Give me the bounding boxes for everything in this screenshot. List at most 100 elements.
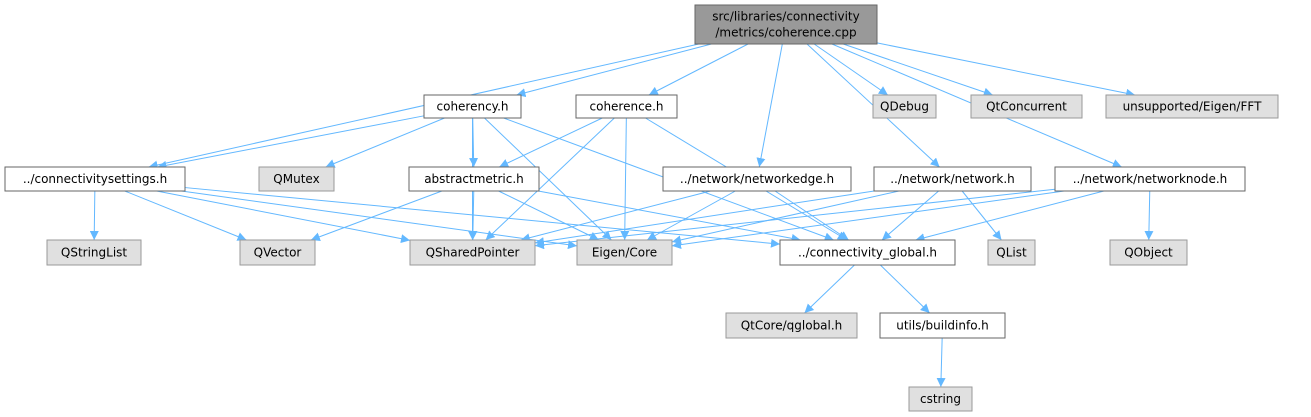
node-label: ../connectivity_global.h bbox=[798, 246, 937, 260]
edge-network-to-global bbox=[881, 190, 939, 241]
node-label: ../network/network.h bbox=[890, 172, 1015, 186]
edge-abstractmetric-to-eigencore bbox=[498, 190, 600, 241]
node-box bbox=[694, 4, 878, 45]
edge-network-to-qsharedpointer bbox=[534, 190, 875, 247]
edge-global-to-qglobal bbox=[804, 264, 855, 314]
node-qstringlist: QStringList bbox=[46, 239, 142, 266]
node-label: ../connectivitysettings.h bbox=[23, 172, 167, 186]
node-settings[interactable]: ../connectivitysettings.h bbox=[4, 166, 186, 192]
node-label: QList bbox=[996, 246, 1027, 260]
node-box bbox=[576, 239, 673, 266]
node-label: coherency.h bbox=[437, 100, 509, 114]
node-box bbox=[46, 239, 142, 266]
node-cstring: cstring bbox=[908, 386, 973, 412]
node-fft: unsupported/Eigen/FFT bbox=[1105, 94, 1279, 119]
node-label: QDebug bbox=[880, 100, 929, 114]
node-label: coherence.h bbox=[590, 100, 664, 114]
node-abstractmetric[interactable]: abstractmetric.h bbox=[408, 166, 540, 192]
node-label: cstring bbox=[920, 392, 961, 406]
node-label: QVector bbox=[254, 246, 302, 260]
node-qlist: QList bbox=[987, 239, 1036, 266]
edge-settings-to-qstringlist bbox=[89, 190, 99, 241]
node-box bbox=[987, 239, 1036, 266]
edge-networknode-to-eigencore bbox=[671, 190, 1065, 250]
node-box bbox=[779, 239, 956, 266]
node-box bbox=[408, 166, 540, 192]
node-label: QMutex bbox=[273, 172, 319, 186]
edge-coherency-to-qmutex bbox=[325, 117, 445, 168]
node-box bbox=[409, 239, 536, 266]
edge-abstractmetric-to-global bbox=[538, 190, 801, 243]
node-box bbox=[258, 166, 335, 192]
edge-networknode-to-qobject bbox=[1144, 190, 1154, 241]
edge-coherence-to-qsharedpointer bbox=[485, 117, 615, 241]
node-box bbox=[1109, 239, 1188, 266]
edge-root-to-coherency bbox=[516, 43, 712, 98]
node-box bbox=[662, 166, 852, 192]
node-box bbox=[970, 94, 1083, 119]
edge-networknode-to-global bbox=[915, 190, 1105, 243]
edge-root-to-fft bbox=[876, 42, 1136, 98]
nodes: src/libraries/connectivity/metrics/coher… bbox=[4, 4, 1279, 412]
node-networknode[interactable]: ../network/networknode.h bbox=[1054, 166, 1246, 192]
node-box bbox=[575, 94, 678, 119]
node-root[interactable]: src/libraries/connectivity/metrics/coher… bbox=[694, 4, 878, 45]
edge-networknode-to-qsharedpointer bbox=[534, 188, 1056, 250]
node-box bbox=[872, 94, 937, 119]
node-box bbox=[1105, 94, 1279, 119]
node-label: QSharedPointer bbox=[426, 246, 520, 260]
node-label: ../network/networkedge.h bbox=[680, 172, 834, 186]
node-eigencore: Eigen/Core bbox=[576, 239, 673, 266]
edge-root-to-qdebug bbox=[813, 43, 889, 96]
node-coherence[interactable]: coherence.h bbox=[575, 94, 678, 119]
node-qsharedpointer: QSharedPointer bbox=[409, 239, 536, 266]
node-box bbox=[725, 312, 858, 339]
edge-settings-to-qvector bbox=[124, 190, 247, 241]
edge-root-to-coherence bbox=[648, 43, 749, 96]
edge-coherency-to-eigencore bbox=[484, 117, 612, 241]
edge-settings-to-eigencore bbox=[181, 190, 578, 250]
node-qdebug: QDebug bbox=[872, 94, 937, 119]
node-qvector: QVector bbox=[239, 239, 316, 266]
edge-root-to-networkedge bbox=[756, 43, 783, 168]
node-label: Eigen/Core bbox=[592, 246, 657, 260]
node-label: utils/buildinfo.h bbox=[896, 319, 989, 333]
node-label: ../network/networknode.h bbox=[1073, 172, 1228, 186]
edge-networkedge-to-eigencore bbox=[646, 190, 736, 241]
edge-abstractmetric-to-qsharedpointer bbox=[468, 190, 478, 241]
node-label: /metrics/coherence.cpp bbox=[715, 26, 856, 40]
node-networkedge[interactable]: ../network/networkedge.h bbox=[662, 166, 852, 192]
edge-networkedge-to-qsharedpointer bbox=[520, 190, 711, 243]
node-box bbox=[873, 166, 1032, 192]
node-label: src/libraries/connectivity bbox=[712, 10, 860, 24]
node-label: QStringList bbox=[61, 246, 128, 260]
edge-coherency-to-settings bbox=[157, 115, 425, 170]
node-box bbox=[879, 312, 1006, 339]
node-label: QtCore/qglobal.h bbox=[741, 319, 843, 333]
edge-network-to-eigencore bbox=[671, 190, 900, 245]
node-qglobal: QtCore/qglobal.h bbox=[725, 312, 858, 339]
node-qmutex: QMutex bbox=[258, 166, 335, 192]
node-network[interactable]: ../network/network.h bbox=[873, 166, 1032, 192]
node-label: abstractmetric.h bbox=[424, 172, 524, 186]
node-global[interactable]: ../connectivity_global.h bbox=[779, 239, 956, 266]
edge-global-to-buildinfo bbox=[879, 264, 931, 314]
node-box bbox=[4, 166, 186, 192]
edge-coherence-to-abstractmetric bbox=[499, 117, 603, 168]
node-buildinfo[interactable]: utils/buildinfo.h bbox=[879, 312, 1006, 339]
node-qobject: QObject bbox=[1109, 239, 1188, 266]
node-box bbox=[239, 239, 316, 266]
edge-root-to-qtconcurrent bbox=[843, 43, 993, 97]
edge-coherence-to-eigencore bbox=[620, 117, 630, 241]
node-label: QObject bbox=[1124, 246, 1173, 260]
edge-settings-to-global bbox=[184, 187, 781, 248]
node-box bbox=[1054, 166, 1246, 192]
node-box bbox=[423, 94, 522, 119]
node-coherency[interactable]: coherency.h bbox=[423, 94, 522, 119]
node-qtconcurrent: QtConcurrent bbox=[970, 94, 1083, 119]
node-label: QtConcurrent bbox=[986, 100, 1067, 114]
edge-settings-to-qsharedpointer bbox=[156, 190, 411, 244]
edge-abstractmetric-to-qvector bbox=[310, 190, 443, 242]
node-box bbox=[908, 386, 973, 412]
